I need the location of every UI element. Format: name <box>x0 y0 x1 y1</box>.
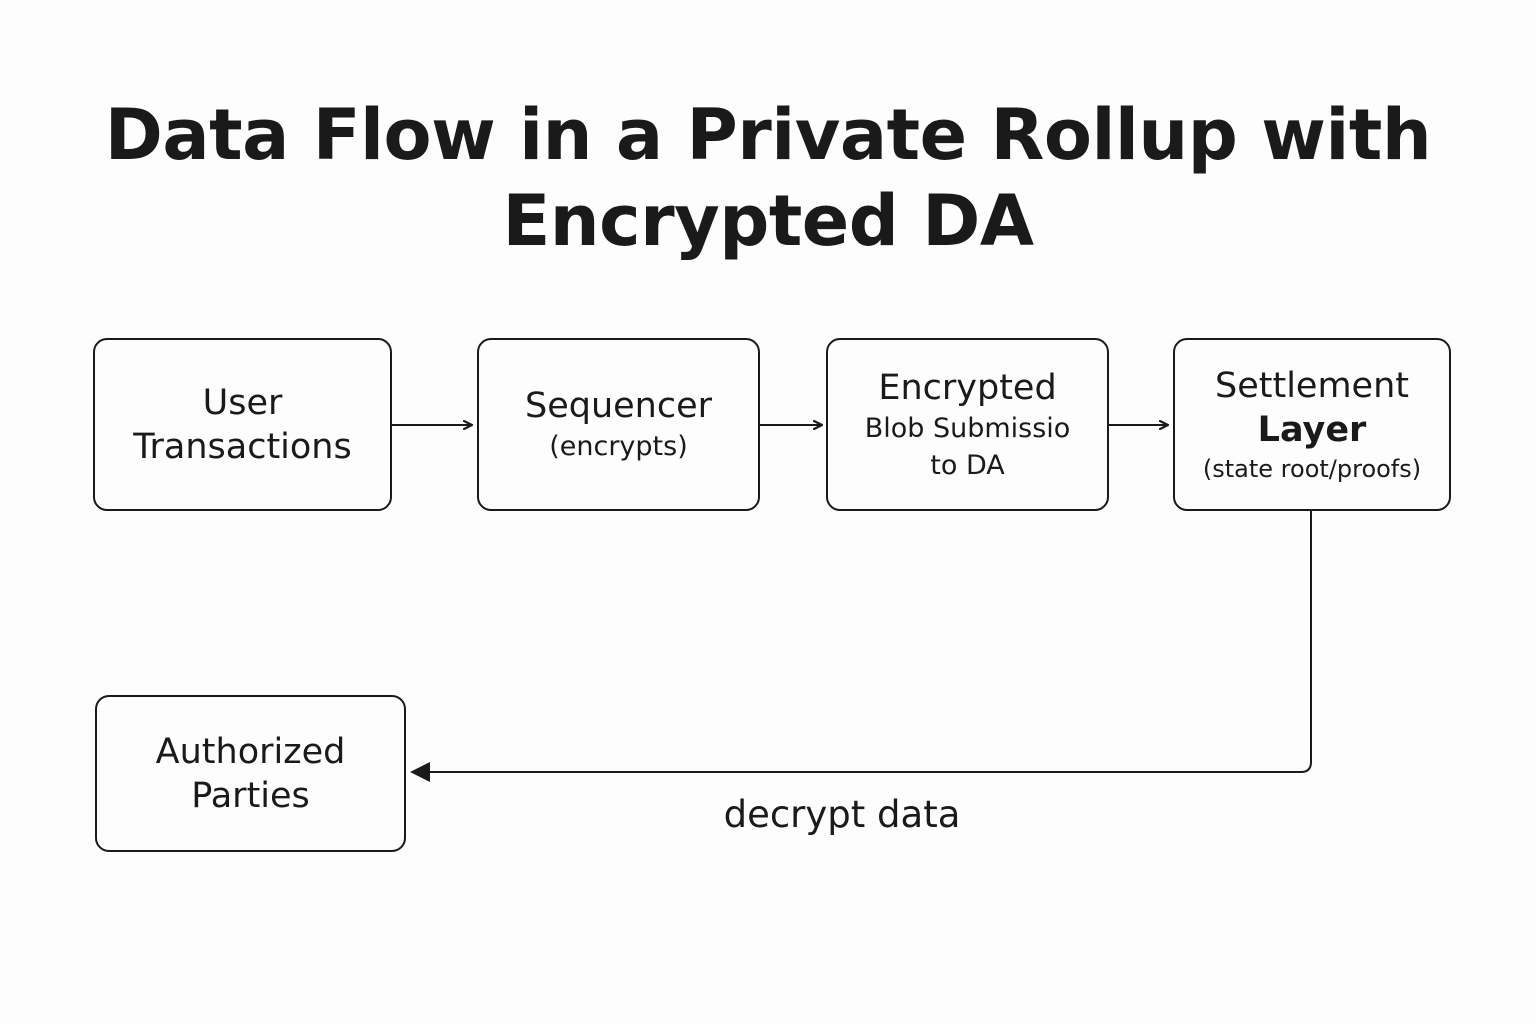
node-encrypted-blob-note-line-1: Blob Submissio <box>864 412 1071 444</box>
node-user-transactions-label-line-1: User <box>202 382 283 423</box>
edge-label-decrypt-data: decrypt data <box>723 793 961 836</box>
node-settlement-layer: Settlement Layer (state root/proofs) <box>1173 338 1451 511</box>
node-user-transactions-label-line-2: Transactions <box>133 426 352 467</box>
node-sequencer-note: (encrypts) <box>549 431 688 462</box>
node-settlement-layer-label-line-2: Layer <box>1257 409 1367 450</box>
diagram-title-line-2: Encrypted DA <box>502 180 1034 262</box>
node-sequencer-label: Sequencer <box>524 386 713 426</box>
node-encrypted-blob: Encrypted Blob Submissio to DA <box>826 338 1109 511</box>
node-authorized-parties-label-line-2: Parties <box>191 775 310 816</box>
node-authorized-parties: Authorized Parties <box>95 695 406 852</box>
arrowhead-authorized <box>410 762 430 782</box>
node-authorized-parties-label-line-1: Authorized <box>155 731 346 772</box>
node-sequencer: Sequencer (encrypts) <box>477 338 760 511</box>
node-encrypted-blob-note-line-2: to DA <box>930 449 1005 481</box>
node-encrypted-blob-label: Encrypted <box>878 367 1057 408</box>
diagram-title: Data Flow in a Private Rollup with Encry… <box>0 92 1536 264</box>
node-user-transactions: User Transactions <box>93 338 392 511</box>
diagram-title-line-1: Data Flow in a Private Rollup with <box>104 94 1432 176</box>
node-settlement-layer-note: (state root/proofs) <box>1202 454 1422 483</box>
node-settlement-layer-label-line-1: Settlement <box>1215 365 1409 406</box>
arrow-settlement-to-authorized <box>412 511 1312 773</box>
